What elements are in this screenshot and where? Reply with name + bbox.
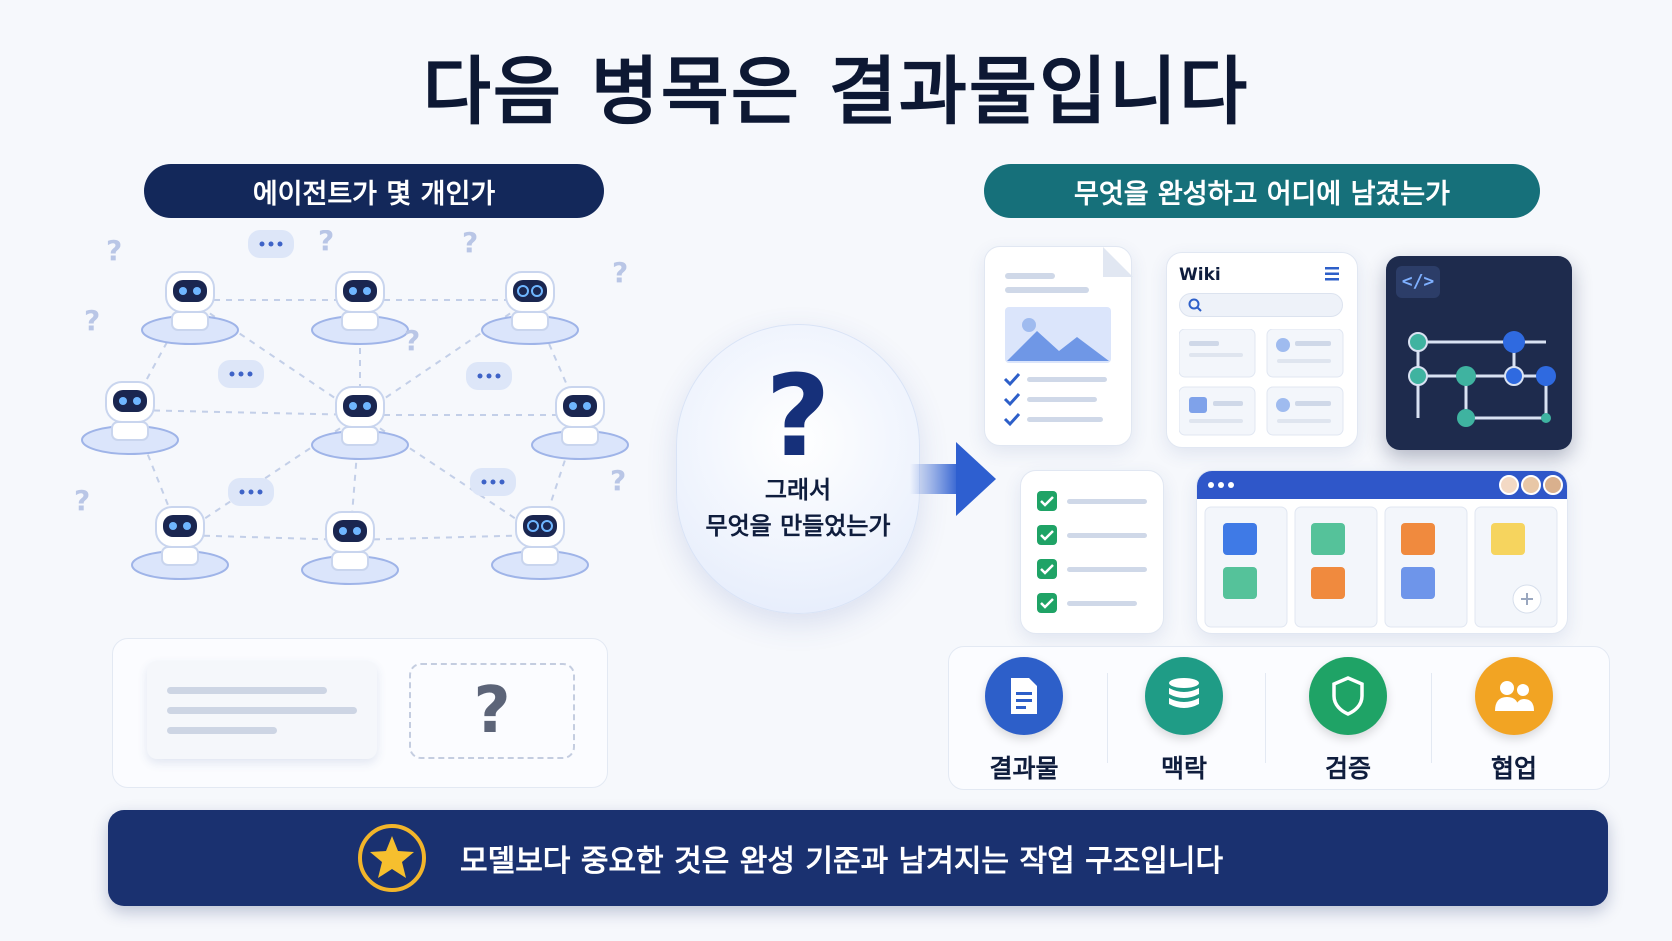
shield-icon: [1309, 657, 1387, 735]
placeholder-document: [147, 661, 377, 759]
workflow-graph-icon: [1408, 331, 1556, 427]
svg-text:?: ?: [462, 230, 478, 259]
task-checklist-card: [1020, 470, 1164, 634]
document-icon: [985, 657, 1063, 735]
svg-text:?: ?: [610, 464, 626, 497]
arrow-right-icon: [910, 442, 996, 516]
center-question-text: 그래서 무엇을 만들었는가: [676, 472, 920, 544]
kanban-board-card: [1196, 470, 1568, 634]
element-collaboration-label: 협업: [1490, 754, 1537, 783]
wiki-card: Wiki: [1166, 252, 1358, 448]
center-line-1: 그래서: [764, 476, 832, 504]
center-line-2: 무엇을 만들었는가: [705, 512, 891, 540]
agent-network: ? ? ? ? ? ? ? ?: [74, 230, 629, 585]
svg-text:?: ?: [84, 304, 100, 337]
kanban-board-icon: [1197, 471, 1567, 628]
summary-banner-text: 모델보다 중요한 것은 완성 기준과 남겨지는 작업 구조입니다: [460, 844, 1224, 879]
svg-text:?: ?: [404, 324, 420, 357]
element-verification-label: 검증: [1324, 754, 1371, 783]
svg-text:?: ?: [612, 256, 628, 289]
people-icon: [1475, 657, 1553, 735]
search-icon: [1188, 298, 1202, 312]
svg-text:?: ?: [74, 484, 90, 517]
svg-text:?: ?: [318, 230, 334, 257]
element-output: 결과물: [949, 657, 1099, 785]
left-section-pill: 에이전트가 몇 개인가: [144, 164, 604, 218]
wiki-search-bar: [1179, 293, 1343, 317]
page-title: 다음 병목은 결과물입니다: [422, 49, 1250, 135]
document-card: [984, 246, 1133, 446]
element-verification: 검증: [1273, 657, 1423, 785]
code-graph-card: </>: [1386, 256, 1572, 450]
robot-icon-group: [81, 271, 629, 585]
unknown-output-panel: ?: [112, 638, 608, 788]
element-output-label: 결과물: [989, 754, 1059, 783]
element-context: 맥락: [1109, 657, 1259, 785]
center-question-bubble: [676, 324, 920, 614]
star-icon: [358, 824, 426, 892]
wiki-tiles: [1179, 329, 1344, 436]
document-icon: [1003, 247, 1133, 427]
element-context-label: 맥락: [1160, 754, 1207, 783]
wiki-label: Wiki: [1179, 265, 1221, 285]
key-elements-panel: 결과물 맥락 검증 협업: [948, 646, 1610, 790]
unknown-result-placeholder: ?: [409, 663, 575, 759]
menu-icon: [1325, 267, 1339, 281]
right-section-pill: 무엇을 완성하고 어디에 남겼는가: [984, 164, 1540, 218]
svg-text:?: ?: [106, 234, 122, 267]
code-icon: </>: [1396, 266, 1440, 298]
checklist-icon: [1037, 491, 1147, 613]
element-collaboration: 협업: [1439, 657, 1589, 785]
center-question-mark: ?: [765, 352, 831, 482]
database-icon: [1145, 657, 1223, 735]
